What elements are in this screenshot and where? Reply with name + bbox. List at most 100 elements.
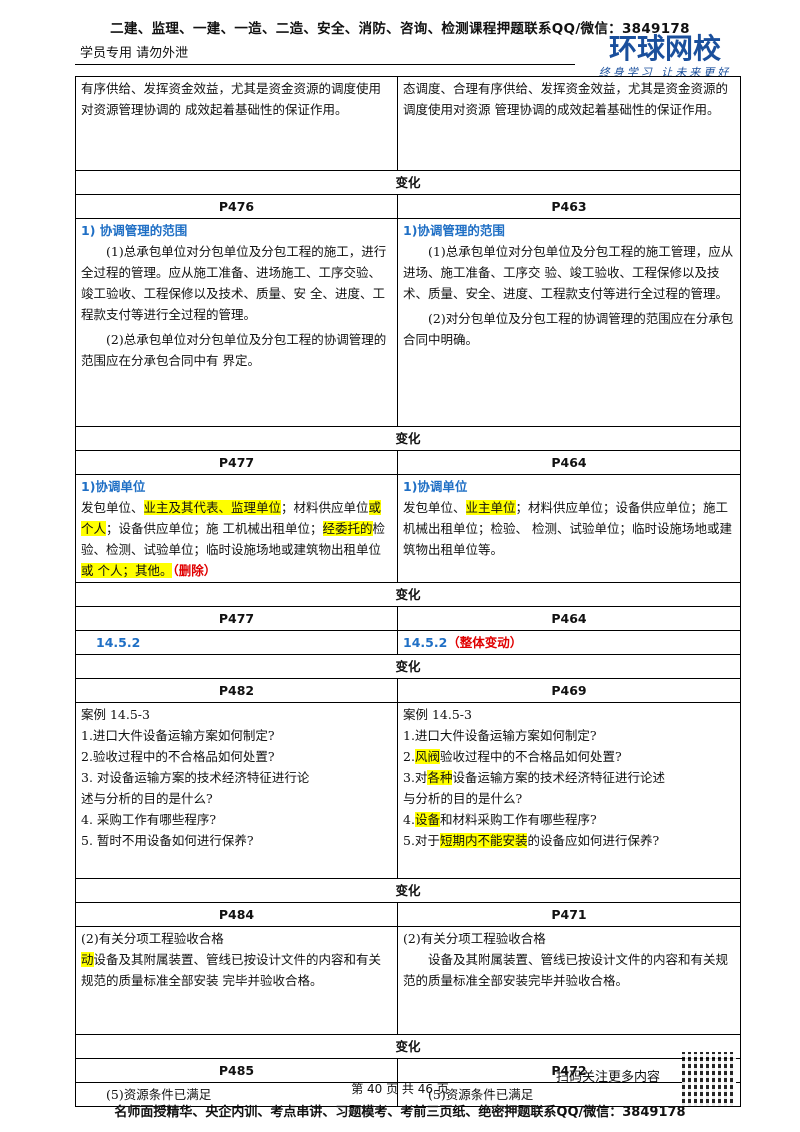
page-number: 第 40 页 共 46 页	[351, 1082, 449, 1096]
text-run: 发包单位、	[403, 500, 466, 515]
text-run: 4.	[403, 812, 415, 827]
s2-left-text: 发包单位、业主及其代表、监理单位；材料供应单位或个人；设备供应单位；施 工机械出…	[81, 497, 392, 581]
s5-left-cell: (2)有关分项工程验收合格 动设备及其附属装置、管线已按设计文件的内容和有关规范…	[75, 926, 398, 1035]
item-title: (2)有关分项工程验收合格	[81, 931, 224, 946]
s1-left-p2: (2)总承包单位对分包单位及分包工程的协调管理的范围应在分承包合同中有 界定。	[81, 332, 387, 368]
table-row: 有序供给、发挥资金效益，尤其是资金资源的调度使用对资源管理协调的 成效起着基础性…	[75, 76, 741, 171]
s4-right-cell: 案例 14.5-3 1.进口大件设备运输方案如何制定? 2.风阀验收过程中的不合…	[397, 702, 741, 879]
text-run: 的设备应如何进行保养?	[527, 833, 660, 848]
case-label: 案例 14.5-3	[403, 707, 472, 722]
qr-code-pattern	[682, 1052, 736, 1106]
s2-left-title: 1)协调单位	[81, 479, 146, 494]
page-ref-left: P482	[75, 678, 398, 703]
change-label: 变化	[75, 170, 741, 195]
page-ref-left: P477	[75, 450, 398, 475]
item-title: (5)资源条件已满足	[106, 1087, 212, 1102]
text-run: 设备运输方案的技术经济特征进行论述与分析的目的是什么?	[403, 770, 665, 806]
change-row: 变化	[75, 582, 741, 607]
logo-text: 环球网校	[608, 32, 721, 65]
s3-left-heading: 14.5.2	[96, 635, 141, 650]
question: 1.进口大件设备运输方案如何制定?	[403, 728, 597, 743]
header-notice: 学员专用 请勿外泄	[80, 46, 189, 61]
logo-slogan: 终身学习 让未来更好	[598, 66, 732, 79]
highlight: 经委托的	[322, 521, 373, 536]
text-run: ；材料供应单位；设备供应单位；施工机械出租单位；检验、 检测、试验单位；临时设施…	[403, 500, 732, 557]
change-note: （整体变动）	[447, 635, 523, 650]
highlight: 或 个人；其他。	[81, 563, 173, 578]
s1-right-cell: 1)协调管理的范围 (1)总承包单位对分包单位及分包工程的施工管理，应从进场、施…	[397, 218, 741, 427]
highlight: 业主单位	[465, 500, 516, 515]
highlight: 设备	[414, 812, 440, 827]
item-title: (2)有关分项工程验收合格	[403, 931, 546, 946]
s5-right-cell: (2)有关分项工程验收合格 设备及其附属装置、管线已按设计文件的内容和有关规范的…	[397, 926, 741, 1035]
brand-logo: 环球网校 终身学习 让未来更好	[590, 34, 740, 80]
page-ref-left: P477	[75, 606, 398, 631]
page-ref-left: P484	[75, 902, 398, 927]
text-run: 5.对于	[403, 833, 440, 848]
s3-right-heading: 14.5.2（整体变动）	[403, 632, 735, 653]
page-ref-right: P471	[397, 902, 741, 927]
s3-right-cell: 14.5.2（整体变动）	[397, 630, 741, 655]
change-row: 变化	[75, 1034, 741, 1059]
row0-right: 态调度、合理有序供给、发挥资金效益，尤其是资金资源的调度使用对资源 管理协调的成…	[397, 76, 741, 171]
change-row: 变化	[75, 878, 741, 903]
s1-left-title: 1) 协调管理的范围	[81, 223, 188, 238]
table-row: 1)协调单位 发包单位、业主及其代表、监理单位；材料供应单位或个人；设备供应单位…	[75, 474, 741, 583]
s1-right-p2: (2)对分包单位及分包工程的协调管理的范围应在分承包合同中明确。	[403, 311, 734, 347]
text-run: 发包单位、	[81, 500, 144, 515]
s1-right-title: 1)协调管理的范围	[403, 223, 505, 238]
row0-left: 有序供给、发挥资金效益，尤其是资金资源的调度使用对资源管理协调的 成效起着基础性…	[75, 76, 398, 171]
question: 2.风阀验收过程中的不合格品如何处置?	[403, 746, 735, 767]
heading-number: 14.5.2	[403, 635, 448, 650]
s3-left-cell: 14.5.2	[75, 630, 398, 655]
change-row: 变化	[75, 426, 741, 451]
change-label: 变化	[75, 654, 741, 679]
highlight: 业主及其代表、监理单位	[143, 500, 282, 515]
question: 2.验收过程中的不合格品如何处置?	[81, 749, 275, 764]
text-run: 3.对	[403, 770, 428, 785]
case-label: 案例 14.5-3	[81, 707, 150, 722]
change-row: 变化	[75, 170, 741, 195]
page-ref-right: P469	[397, 678, 741, 703]
s1-left-p1: (1)总承包单位对分包单位及分包工程的施工，进行全过程的管理。应从施工准备、进场…	[81, 244, 387, 322]
header-contact-line: 二建、监理、一建、一造、二造、安全、消防、咨询、检测课程押题联系QQ/微信：38…	[110, 21, 690, 37]
highlight: 短期内不能安装	[439, 833, 528, 848]
page-ref-right: P464	[397, 450, 741, 475]
table-row: 1) 协调管理的范围 (1)总承包单位对分包单位及分包工程的施工，进行全过程的管…	[75, 218, 741, 427]
item-title: (5)资源条件已满足	[428, 1087, 534, 1102]
s2-right-text: 发包单位、业主单位；材料供应单位；设备供应单位；施工机械出租单位；检验、 检测、…	[403, 497, 735, 560]
header-divider	[75, 64, 575, 65]
text-run: 设备及其附属装置、管线已按设计文件的内容和有关规范的质量标准全部安装 完毕并验收…	[81, 952, 382, 988]
s4-left-cell: 案例 14.5-3 1.进口大件设备运输方案如何制定? 2.验收过程中的不合格品…	[75, 702, 398, 879]
item-body: 动设备及其附属装置、管线已按设计文件的内容和有关规范的质量标准全部安装 完毕并验…	[81, 949, 392, 991]
change-label: 变化	[75, 582, 741, 607]
s1-left-cell: 1) 协调管理的范围 (1)总承包单位对分包单位及分包工程的施工，进行全过程的管…	[75, 218, 398, 427]
text-run: 检验、检测、试验单位；临时设施场地或建筑物出租单位	[81, 521, 386, 557]
highlight: 动	[81, 952, 94, 967]
s1-right-p1: (1)总承包单位对分包单位及分包工程的施工管理，应从进场、施工准备、工序交 验、…	[403, 244, 734, 301]
question: 3.对各种设备运输方案的技术经济特征进行论述与分析的目的是什么?	[403, 767, 735, 809]
change-row: 变化	[75, 654, 741, 679]
table-row: (5)资源条件已满足 (5)资源条件已满足	[75, 1082, 741, 1107]
table-row: 案例 14.5-3 1.进口大件设备运输方案如何制定? 2.验收过程中的不合格品…	[75, 702, 741, 879]
change-label: 变化	[75, 426, 741, 451]
scan-prompt: 扫码关注更多内容	[556, 1070, 661, 1085]
page-ref-left: P485	[75, 1058, 398, 1083]
table-row: 14.5.2 14.5.2（整体变动）	[75, 630, 741, 655]
highlight: 各种	[427, 770, 453, 785]
text-run: ；材料供应单位	[281, 500, 369, 515]
text-run: ；设备供应单位；施 工机械出租单位；	[106, 521, 323, 536]
footer-contact-line: 名师面授精华、央企内训、考点串讲、习题模考、考前三页纸、绝密押题联系QQ/微信：…	[114, 1105, 686, 1120]
text-run: 和材料采购工作有哪些程序?	[439, 812, 597, 827]
question: 4. 采购工作有哪些程序?	[81, 812, 217, 827]
page-ref-right: P463	[397, 194, 741, 219]
item-body: 设备及其附属装置、管线已按设计文件的内容和有关规范的质量标准全部安装完毕并验收合…	[403, 952, 729, 988]
page-ref-left: P476	[75, 194, 398, 219]
s2-right-title: 1)协调单位	[403, 479, 468, 494]
table-row: (2)有关分项工程验收合格 动设备及其附属装置、管线已按设计文件的内容和有关规范…	[75, 926, 741, 1035]
